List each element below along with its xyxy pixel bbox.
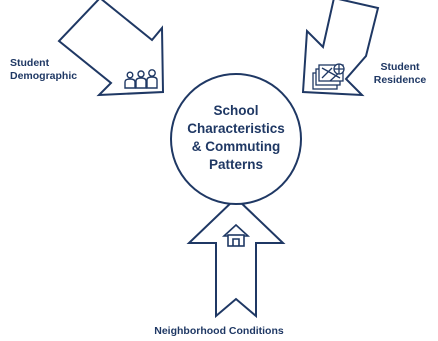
student-demographic-label: Student Demographic: [10, 57, 100, 83]
bottom-arrow: [186, 196, 286, 319]
center-line-1: School: [213, 103, 259, 118]
center-circle: [170, 73, 302, 205]
center-line-4: Patterns: [208, 157, 264, 172]
map-icon: [312, 63, 345, 90]
student-residence-label: Student Residence: [370, 61, 430, 87]
neighborhood-conditions-label: Neighborhood Conditions: [154, 325, 284, 337]
student-residence-line-1: Student: [380, 61, 420, 73]
left-arrow: [57, 0, 165, 97]
student-demographic-line-2: Demographic: [10, 70, 78, 82]
center-line-2: Characteristics: [187, 121, 285, 136]
student-demographic-line-1: Student: [10, 57, 50, 69]
people-icon: [124, 69, 158, 89]
student-residence-line-2: Residence: [373, 74, 427, 86]
house-icon: [221, 223, 251, 247]
center-label: School Characteristics & Commuting Patte…: [172, 102, 300, 174]
center-line-3: & Commuting: [191, 139, 281, 154]
